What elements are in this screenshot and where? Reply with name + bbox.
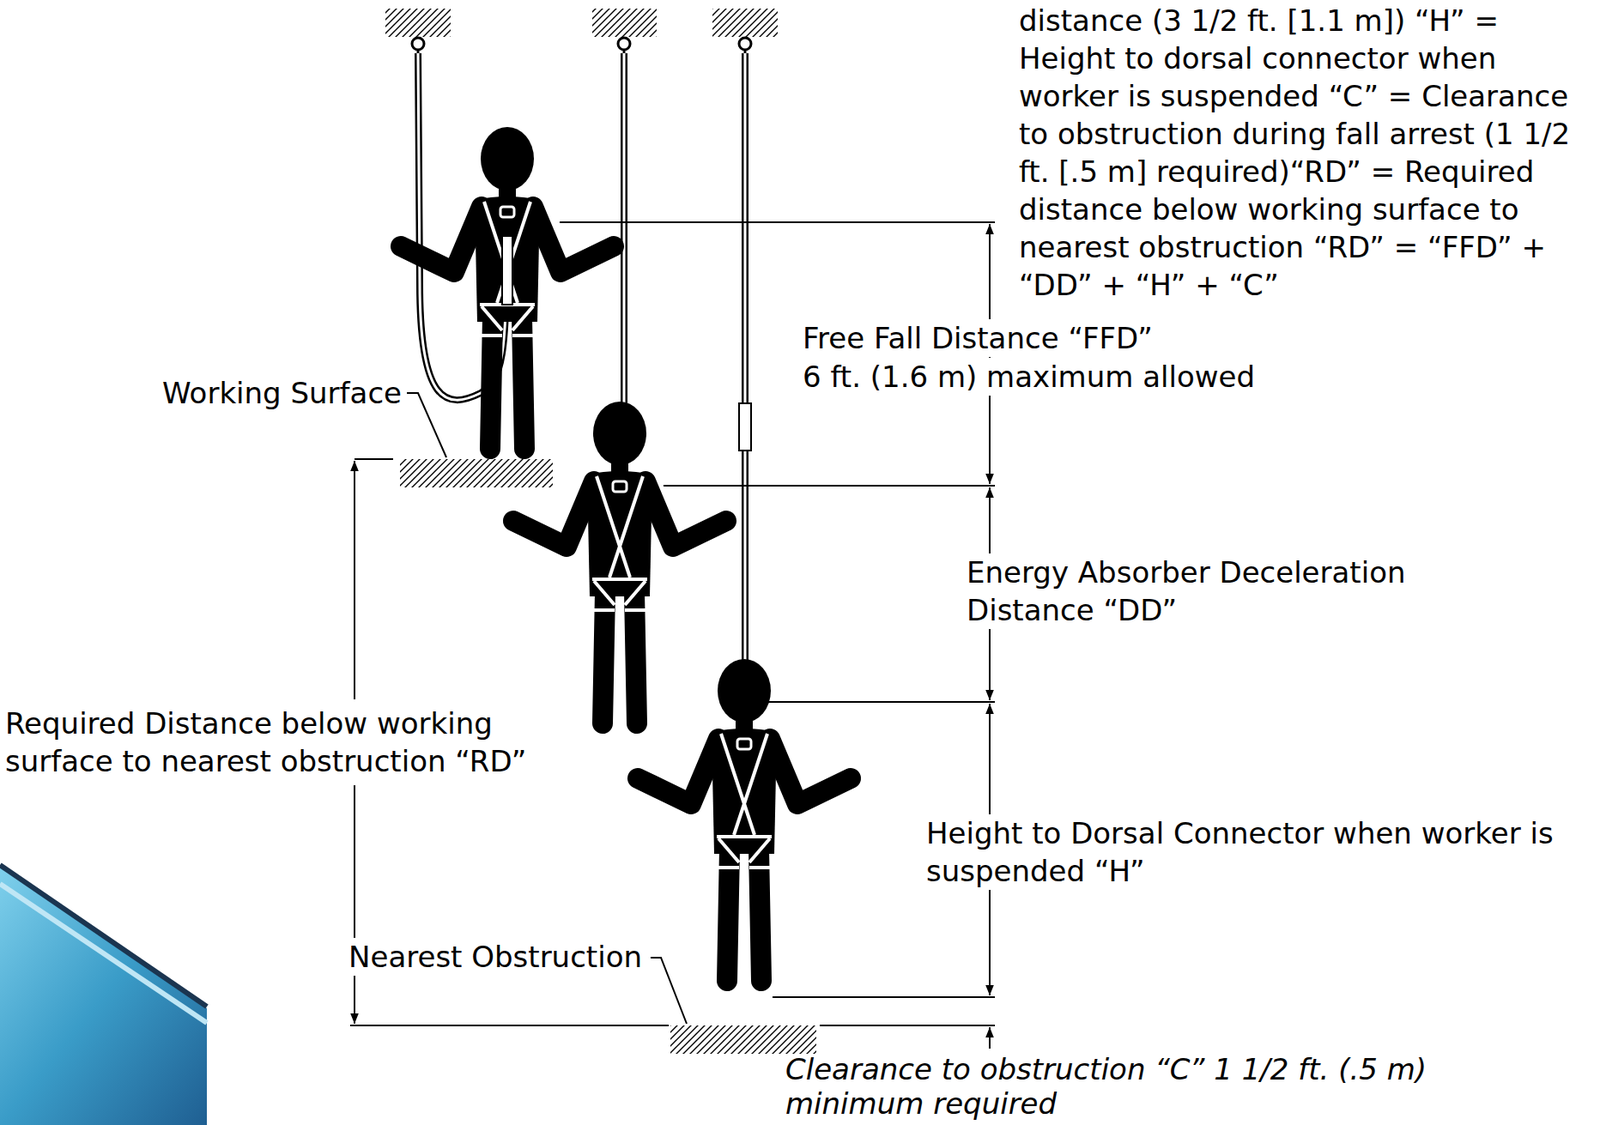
dimension-label: Free Fall Distance “FFD” — [799, 319, 1157, 358]
clearance-note: Clearance to obstruction “C” 1 1/2 ft. (… — [785, 1052, 1541, 1122]
dimension-label: Energy Absorber Deceleration Distance “D… — [963, 553, 1496, 630]
worker-figure — [400, 127, 614, 449]
decor-swoosh — [0, 866, 207, 1125]
anchor-rings — [412, 36, 752, 55]
dimension-label: Required Distance below working surface … — [1, 704, 569, 781]
dimension-label: Height to Dorsal Connector when worker i… — [922, 814, 1597, 891]
worker-figure — [513, 401, 727, 724]
decor-edge — [0, 865, 207, 1007]
anchor-hatch — [712, 8, 778, 37]
obstruction-hatch — [670, 1025, 817, 1055]
surface-label: Working Surface — [162, 374, 402, 413]
dimension-note: 6 ft. (1.6 m) maximum allowed — [799, 357, 1259, 396]
decor-band — [0, 884, 207, 1024]
working-surface-hatch — [400, 459, 553, 488]
energy-absorber-pack — [502, 236, 513, 305]
lanyards — [418, 53, 752, 739]
anchor-hatch — [592, 8, 657, 37]
worker-figure — [637, 659, 851, 982]
anchor-hatch — [385, 8, 451, 37]
obstruction-label: Nearest Obstruction — [345, 938, 646, 976]
formula-note: distance (3 1/2 ft. [1.1 m]) “H” = Heigh… — [1018, 1, 1596, 304]
